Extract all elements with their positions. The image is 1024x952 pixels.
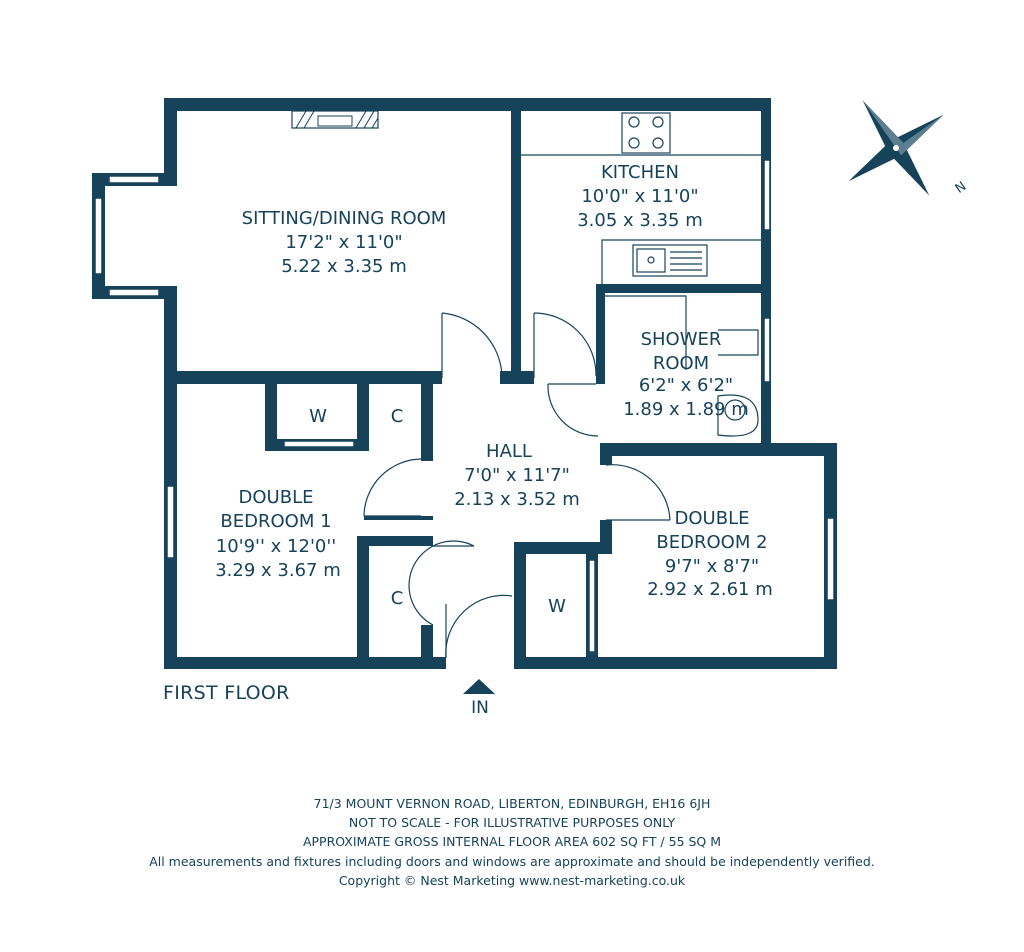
kitchen-fittings [521, 112, 761, 284]
bedroom1-metric: 3.29 x 3.67 m [215, 560, 341, 581]
bedroom2-imperial: 9'7" x 8'7" [665, 556, 759, 577]
sitting-room-name: SITTING/DINING ROOM [242, 208, 447, 229]
floor-label: FIRST FLOOR [163, 682, 290, 704]
hall-name: HALL [486, 441, 532, 462]
hall-metric: 2.13 x 3.52 m [454, 489, 580, 510]
footer-disclaimer: All measurements and fixtures including … [149, 853, 875, 869]
footer-copyright: Copyright © Nest Marketing www.nest-mark… [338, 872, 686, 888]
shower-room-name-2: ROOM [653, 353, 709, 374]
bedroom1-imperial: 10'9'' x 12'0'' [216, 536, 337, 557]
sitting-room-metric: 5.22 x 3.35 m [281, 256, 407, 277]
footer-area: APPROXIMATE GROSS INTERNAL FLOOR AREA 60… [302, 834, 722, 850]
bedroom2-name-1: DOUBLE [675, 508, 750, 529]
footer: 71/3 MOUNT VERNON ROAD, LIBERTON, EDINBU… [0, 794, 1024, 890]
windows [94, 159, 835, 653]
wardrobe2-label: W [548, 596, 566, 617]
cupboard2-label: C [391, 588, 404, 609]
door-swings [363, 312, 671, 659]
kitchen-name: KITCHEN [601, 162, 679, 183]
shower-room-metric: 1.89 x 1.89 m [623, 399, 749, 420]
fireplace [291, 110, 379, 129]
walls [92, 98, 837, 669]
bedroom2-metric: 2.92 x 2.61 m [647, 579, 773, 600]
cupboard1-label: C [391, 406, 404, 427]
shower-room-name-1: SHOWER [641, 329, 722, 350]
kitchen-metric: 3.05 x 3.35 m [577, 210, 703, 231]
wardrobe1-label: W [309, 406, 327, 427]
compass-icon [848, 100, 944, 196]
sitting-room-imperial: 17'2" x 11'0" [285, 232, 402, 253]
kitchen-imperial: 10'0" x 11'0" [581, 186, 698, 207]
entrance-arrow-icon [463, 679, 495, 694]
bedroom2-name-2: BEDROOM 2 [656, 532, 767, 553]
bedroom1-name-2: BEDROOM 1 [220, 511, 331, 532]
hall-imperial: 7'0" x 11'7" [464, 465, 570, 486]
compass-north-label: N [953, 179, 970, 197]
footer-address: 71/3 MOUNT VERNON ROAD, LIBERTON, EDINBU… [313, 796, 711, 811]
shower-fittings [605, 295, 759, 437]
bedroom1-name-1: DOUBLE [239, 487, 314, 508]
footer-scale-note: NOT TO SCALE - FOR ILLUSTRATIVE PURPOSES… [348, 815, 676, 831]
entrance-label: IN [471, 698, 489, 718]
shower-room-imperial: 6'2" x 6'2" [639, 375, 733, 396]
